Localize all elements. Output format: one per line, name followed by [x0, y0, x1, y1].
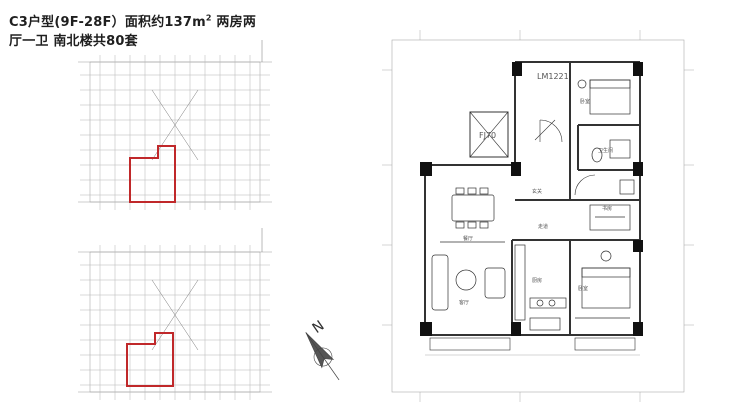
plan-title-prefix: C3户型(9F-28F）面积约137m: [9, 15, 206, 30]
living-label: 客厅: [459, 299, 469, 306]
plan-title-suffix: 两房两: [211, 15, 257, 30]
area-unit-sup: 2: [205, 13, 212, 23]
room-id-label: LM1221: [537, 72, 569, 81]
bath-label: 卫生间: [598, 147, 613, 154]
entry-label: 玄关: [532, 188, 542, 195]
unit-floor-plan: FJ70: [382, 30, 694, 402]
dining-label: 餐厅: [463, 235, 473, 242]
study-label: 书房: [602, 205, 612, 212]
north-label: N: [310, 318, 328, 337]
key-plan-upper: [78, 40, 272, 210]
bedroom-bottom-label: 卧室: [578, 285, 588, 292]
unit-highlight-lower: [126, 332, 174, 387]
svg-text:FJ70: FJ70: [479, 131, 496, 140]
bedroom-top-label: 卧室: [580, 98, 590, 105]
kitchen-label: 厨房: [532, 277, 542, 284]
key-plan-lower: [78, 228, 272, 400]
unit-highlight-upper: [129, 145, 176, 203]
north-arrow: [305, 332, 340, 381]
plan-title-line2: 厅一卫 南北楼共80套: [9, 34, 138, 49]
corridor-label: 走道: [538, 223, 548, 230]
plan-title-line1: C3户型(9F-28F）面积约137m2 两房两: [9, 11, 256, 30]
